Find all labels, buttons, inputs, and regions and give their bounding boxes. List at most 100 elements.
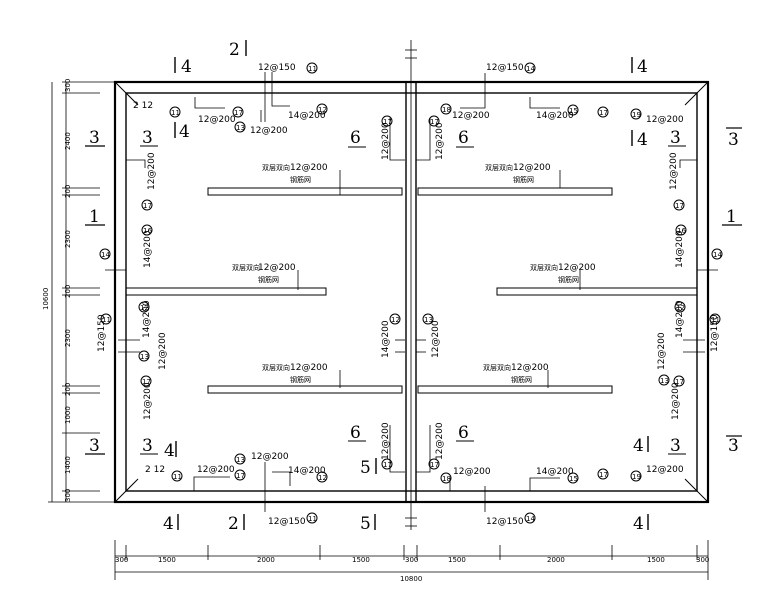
- circle-13-r: 13: [660, 377, 669, 385]
- circle-17-c4: 17: [383, 461, 392, 469]
- bar-14-200-bl: 14@200: [288, 466, 326, 476]
- vertical-dim-text: 300 2400 200 2300 200 2300 200 1000 1400…: [42, 79, 72, 502]
- note-mid-right-c: 钢筋网: [558, 275, 579, 284]
- bar-12-200-br2: 12@200: [646, 465, 684, 475]
- section-1-left: 1: [89, 207, 100, 227]
- circle-14-bottom: 14: [526, 515, 535, 523]
- slab-bars: [125, 187, 698, 394]
- circle-14-r: 14: [713, 251, 722, 259]
- circle-17-bl: 17: [236, 472, 245, 480]
- circle-17-tl: 17: [234, 109, 243, 117]
- dim-v-1: 2400: [64, 132, 72, 150]
- section-2-bottom: 2: [228, 514, 239, 534]
- section-4-bottom: 4: [163, 514, 174, 534]
- outer-wall: [113, 80, 710, 504]
- circle-13-tl: 13: [236, 124, 245, 132]
- circle-18-br: 18: [442, 475, 451, 483]
- vbar-14-200-c: 14@200: [381, 320, 391, 358]
- bar-12-200-tr2: 12@200: [646, 115, 684, 125]
- note-top-right-b: 12@200: [513, 163, 551, 173]
- section-marks: [85, 40, 742, 530]
- circle-17-l1: 17: [143, 202, 152, 210]
- dim-h-1: 1500: [158, 556, 176, 564]
- note-top-left-c: 钢筋网: [290, 175, 311, 184]
- note-mid-right-b: 12@200: [558, 263, 596, 273]
- dim-v-7: 1000: [64, 406, 72, 424]
- circle-11-bl: 11: [173, 473, 182, 481]
- section-3-left-b-inner: 3: [142, 436, 153, 456]
- corner-bar-tl: 2 12: [133, 101, 153, 111]
- dim-v-2: 200: [64, 185, 72, 198]
- circle-12-l: 12: [140, 304, 149, 312]
- vbar-12-200-c4: 12@200: [381, 422, 391, 460]
- dim-h-total: 10800: [400, 575, 422, 583]
- vbar-14-200-r1: 14@200: [675, 230, 685, 268]
- bar-14-200-tl: 14@200: [288, 111, 326, 121]
- note-top-left-b: 12@200: [290, 163, 328, 173]
- dim-h-8: 300: [696, 556, 709, 564]
- dim-v-9: 300: [64, 489, 72, 502]
- dim-v-6: 200: [64, 383, 72, 396]
- vbar-12-200-l2: 12@200: [158, 332, 168, 370]
- circle-12-b: 12: [318, 474, 327, 482]
- dim-v-total: 10600: [42, 288, 50, 310]
- section-4-br: 4: [633, 436, 644, 456]
- circle-13-l: 13: [140, 353, 149, 361]
- dim-h-6: 2000: [547, 556, 565, 564]
- section-3-right: 3: [728, 130, 739, 150]
- circle-12-tl: 12: [318, 106, 327, 114]
- corner-bar-bl: 2 12: [145, 465, 165, 475]
- vbar-12-200-c1: 12@200: [381, 122, 391, 160]
- dim-h-7: 1500: [647, 556, 665, 564]
- horizontal-dimensions: [114, 540, 709, 580]
- circle-17-br: 17: [599, 471, 608, 479]
- vbar-14-200-l2: 14@200: [142, 300, 152, 338]
- horizontal-dim-text: 300 1500 2000 1500 300 1500 2000 1500 30…: [115, 556, 709, 583]
- circle-12-r: 12: [676, 304, 685, 312]
- circle-14-l: 14: [101, 251, 110, 259]
- dim-v-8: 1400: [64, 456, 72, 474]
- dim-v-4: 200: [64, 285, 72, 298]
- note-mid-left-b: 12@200: [258, 263, 296, 273]
- vbar-12-200-l3: 12@200: [143, 382, 153, 420]
- circle-17-r1: 17: [675, 202, 684, 210]
- section-3-left: 3: [89, 128, 100, 148]
- dim-h-5: 1500: [448, 556, 466, 564]
- section-4-r2: 4: [637, 130, 648, 150]
- bar-14-200-br: 14@200: [536, 467, 574, 477]
- note-mid-left-a: 双层双向: [232, 263, 260, 272]
- section-4-l2: 4: [179, 122, 190, 142]
- section-5-a: 5: [360, 458, 371, 478]
- note-bot-right-c: 钢筋网: [511, 375, 532, 384]
- note-bot-left-a: 双层双向: [262, 363, 290, 372]
- leader-lines: [105, 72, 718, 512]
- section-6-c: 6: [350, 423, 361, 443]
- section-5-bottom: 5: [360, 514, 371, 534]
- circle-17-r3: 17: [675, 378, 684, 386]
- vbar-12-150-l: 12@150: [97, 314, 107, 352]
- note-bot-right-a: 双层双向: [483, 363, 511, 372]
- section-4-bottom-r: 4: [633, 514, 644, 534]
- circle-19-tr: 19: [632, 111, 641, 119]
- vbar-14-200-r2: 14@200: [675, 300, 685, 338]
- note-bot-left-c: 钢筋网: [290, 375, 311, 384]
- bar-12-200-tl: 12@200: [198, 115, 236, 125]
- vbar-12-200-r3: 12@200: [671, 382, 681, 420]
- bar-12-200-br: 12@200: [453, 467, 491, 477]
- circle-19-br: 19: [632, 473, 641, 481]
- note-bot-right-b: 12@200: [511, 363, 549, 373]
- vertical-dimensions: [48, 81, 120, 503]
- vbar-14-200-l1: 14@200: [143, 230, 153, 268]
- circle-11-r: 11: [711, 316, 720, 324]
- note-top-right-a: 双层双向: [485, 163, 513, 172]
- section-6-b: 6: [458, 128, 469, 148]
- note-bot-left-b: 12@200: [290, 363, 328, 373]
- circle-13-c: 13: [424, 316, 433, 324]
- note-top-right-c: 钢筋网: [513, 175, 534, 184]
- center-wall: [405, 40, 417, 530]
- dim-v-5: 2300: [64, 329, 72, 347]
- vbar-12-200-r2: 12@200: [657, 332, 667, 370]
- note-mid-left-c: 钢筋网: [258, 275, 279, 284]
- circle-15-tr: 15: [569, 107, 578, 115]
- bar-12-150-top-left: 12@150: [258, 63, 296, 73]
